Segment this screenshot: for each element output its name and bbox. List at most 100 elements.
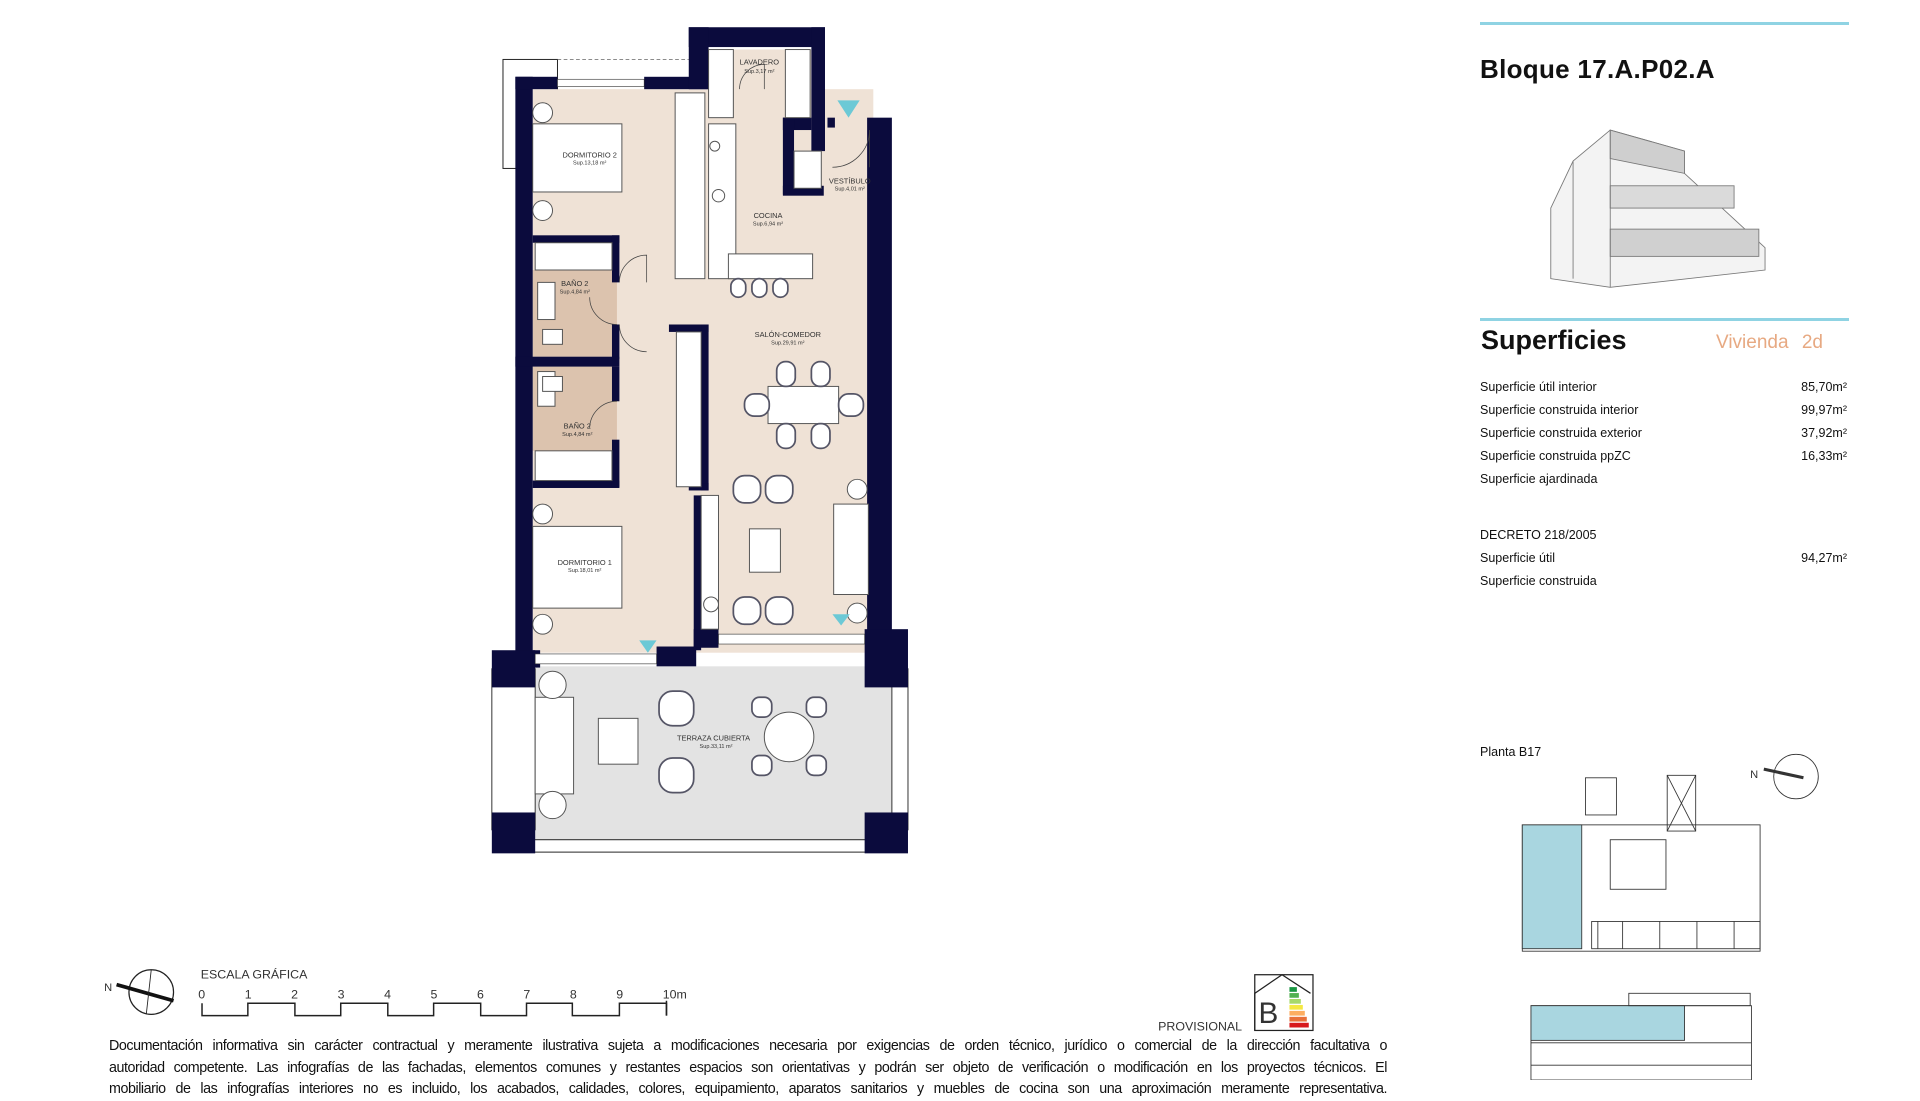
room-label: SALÓN-COMEDOR: [755, 330, 822, 339]
closet: [674, 92, 706, 280]
room-label: VESTÍBULO: [829, 176, 871, 185]
doors: [589, 64, 870, 429]
terrace-table: [597, 717, 639, 765]
room-labels: LAVADERO Sup.3,17 m² DORMITORIO 2 Sup.13…: [558, 57, 871, 750]
energy-bar: [1289, 1010, 1305, 1016]
walls: [491, 27, 908, 854]
round-table: [763, 711, 815, 763]
provisional-label: PROVISIONAL: [1158, 1019, 1242, 1033]
surface-label: Superficie útil interior: [1480, 380, 1597, 394]
room-label: COCINA: [754, 211, 783, 220]
room-area: Sup.4,84 m²: [560, 290, 590, 296]
energy-rating-label: B: [1254, 973, 1314, 1032]
sofa: [833, 503, 869, 595]
surface-label: Superficie útil: [1480, 551, 1556, 565]
superficies-heading: Superficies: [1481, 325, 1627, 355]
room-label: TERRAZA CUBIERTA: [677, 734, 750, 743]
coffee-table: [748, 528, 781, 573]
surface-label: Superficie construida exterior: [1480, 426, 1642, 440]
surface-row: Superficie útil 94,27m²: [1480, 547, 1847, 570]
energy-bar: [1289, 1022, 1309, 1028]
surface-row: Superficie ajardinada: [1480, 468, 1847, 491]
surface-row: Superficie construida exterior 37,92m²: [1480, 422, 1847, 445]
building-floor-key-plan: [1521, 753, 1819, 952]
surface-value: 37,92m²: [1801, 426, 1847, 440]
scale-tick-label: 7: [523, 987, 530, 1001]
room-area: Sup.4,84 m²: [562, 432, 592, 438]
scale-tick-label: 6: [477, 987, 484, 1001]
decreto-title: DECRETO 218/2005: [1480, 528, 1597, 542]
chairs: [658, 277, 865, 794]
room-area: Sup.33,11 m²: [700, 744, 733, 750]
scale-tick-label: 8: [570, 987, 577, 1001]
energy-bar: [1289, 987, 1297, 992]
page-title: Bloque 17.A.P02.A: [1480, 54, 1715, 84]
disclaimer-line: autoridad competente. Las infografías de…: [109, 1059, 1387, 1076]
room-label: DORMITORIO 1: [558, 558, 612, 567]
scale-tick-label: 10m: [663, 987, 687, 1001]
closet: [675, 331, 702, 488]
surface-value: 94,27m²: [1801, 551, 1847, 565]
accent-rule: [1480, 318, 1849, 321]
room-area: Sup.18,01 m²: [568, 568, 602, 574]
bed: [532, 123, 623, 193]
floor-plan: LAVADERO Sup.3,17 m² DORMITORIO 2 Sup.13…: [491, 27, 909, 854]
room-area: Sup.6,94 m²: [753, 221, 783, 227]
terrace-sofa: [534, 696, 575, 795]
scale-tick-label: 3: [338, 987, 345, 1001]
scale-tick-label: 2: [291, 987, 298, 1001]
energy-bar: [1289, 1004, 1303, 1010]
room-area: Sup.4,01 m²: [835, 187, 865, 193]
energy-rating: B: [1258, 997, 1278, 1030]
key-plan-label: Planta B17: [1480, 745, 1542, 759]
scale-tick-label: 4: [384, 987, 391, 1001]
dining-table: [767, 385, 840, 425]
scale-tick-label: 1: [245, 987, 252, 1001]
scale-bar: [201, 1002, 668, 1017]
room-area: Sup.29,91 m²: [771, 340, 805, 346]
decreto-heading: DECRETO 218/2005: [1480, 524, 1847, 547]
room-area: Sup.13,18 m²: [573, 161, 607, 167]
room-area: Sup.3,17 m²: [744, 69, 774, 75]
room-label: BAÑO 2: [561, 279, 588, 288]
surface-value: 99,97m²: [1801, 403, 1847, 417]
scale-tick-label: 5: [431, 987, 438, 1001]
surface-label: Superficie construida ppZC: [1480, 449, 1631, 463]
energy-bar: [1289, 1016, 1307, 1022]
surface-value: 85,70m²: [1801, 380, 1847, 394]
north-label: N: [104, 982, 112, 994]
bathtub: [534, 450, 613, 482]
north-compass-icon: [116, 969, 175, 1015]
energy-bar: [1289, 999, 1301, 1004]
room-label: BAÑO 2: [564, 422, 591, 431]
legal-disclaimer: Documentación informativa sin carácter c…: [109, 1036, 1387, 1101]
accent-rule: [1480, 22, 1849, 25]
unit-type: Vivienda 2d: [1716, 332, 1823, 353]
bed: [532, 525, 623, 609]
surface-row: Superficie construida interior 99,97m²: [1480, 399, 1847, 422]
building-render-image: [1550, 129, 1766, 288]
surface-label: Superficie construida: [1480, 574, 1597, 588]
building-section: [1530, 992, 1752, 1080]
surface-row: Superficie construida ppZC 16,33m²: [1480, 445, 1847, 468]
surface-value: 16,33m²: [1801, 449, 1847, 463]
surface-table: Superficie útil interior 85,70m² Superfic…: [1480, 376, 1847, 491]
kitchen-island: [727, 253, 814, 280]
room-label: DORMITORIO 2: [563, 150, 617, 159]
room-label: LAVADERO: [740, 57, 780, 66]
disclaimer-line: mobiliario de las infografías interiores…: [109, 1081, 1387, 1097]
scale-title: ESCALA GRÁFICA: [201, 966, 308, 981]
bathtub: [534, 242, 613, 271]
terrace-floor: [532, 666, 895, 843]
compass-icon: [1773, 753, 1819, 800]
surface-label: Superficie construida interior: [1480, 403, 1639, 417]
highlighted-unit: [1521, 824, 1583, 950]
surface-row: Superficie construida: [1480, 570, 1847, 593]
surface-row: Superficie útil interior 85,70m²: [1480, 376, 1847, 399]
entrance-markers: [639, 100, 860, 653]
scale-tick-label: 0: [198, 987, 205, 1001]
energy-bar: [1289, 993, 1299, 998]
